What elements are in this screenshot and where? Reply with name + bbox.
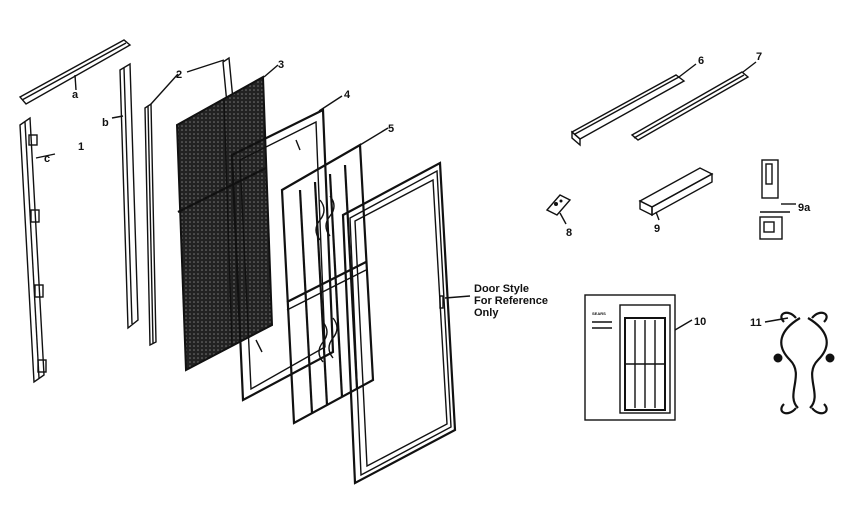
label-b: b [102, 117, 109, 129]
label-9: 9 [654, 223, 660, 235]
part-4-glass-panel [230, 95, 343, 402]
reference-note: Door Style For Reference Only [474, 283, 548, 319]
label-11: 11 [750, 317, 762, 329]
label-a: a [72, 89, 79, 101]
label-5: 5 [388, 123, 394, 135]
label-c: c [44, 153, 50, 165]
part-a-top-rail [18, 39, 132, 105]
label-6: 6 [698, 55, 704, 67]
label-9a: 9a [798, 202, 811, 214]
door-frame [341, 161, 471, 485]
part-c-hinge-rail [19, 116, 56, 384]
part-9-block [638, 167, 714, 221]
label-4: 4 [344, 89, 351, 101]
note-line-2: For Reference [474, 295, 548, 307]
note-line-1: Door Style [474, 283, 529, 295]
part-9a-latch [759, 159, 796, 240]
label-10: 10 [694, 316, 706, 328]
note-line-3: Only [474, 307, 499, 319]
part-7-bar [630, 61, 757, 141]
part-8-bracket [545, 194, 572, 225]
label-2: 2 [176, 69, 182, 81]
label-3: 3 [278, 59, 284, 71]
label-1: 1 [78, 141, 84, 153]
booklet-brand: SEARS [592, 311, 606, 316]
part-3-screen-panel [175, 64, 279, 372]
part-5-grille [280, 127, 389, 425]
part-11-ornament [764, 311, 835, 415]
part-b-side-rail [111, 62, 139, 330]
part-10-booklet: SEARS [584, 294, 693, 421]
label-7: 7 [756, 51, 762, 63]
part-2-strips [144, 56, 234, 347]
part-6-bar [570, 63, 697, 147]
label-8: 8 [566, 227, 572, 239]
